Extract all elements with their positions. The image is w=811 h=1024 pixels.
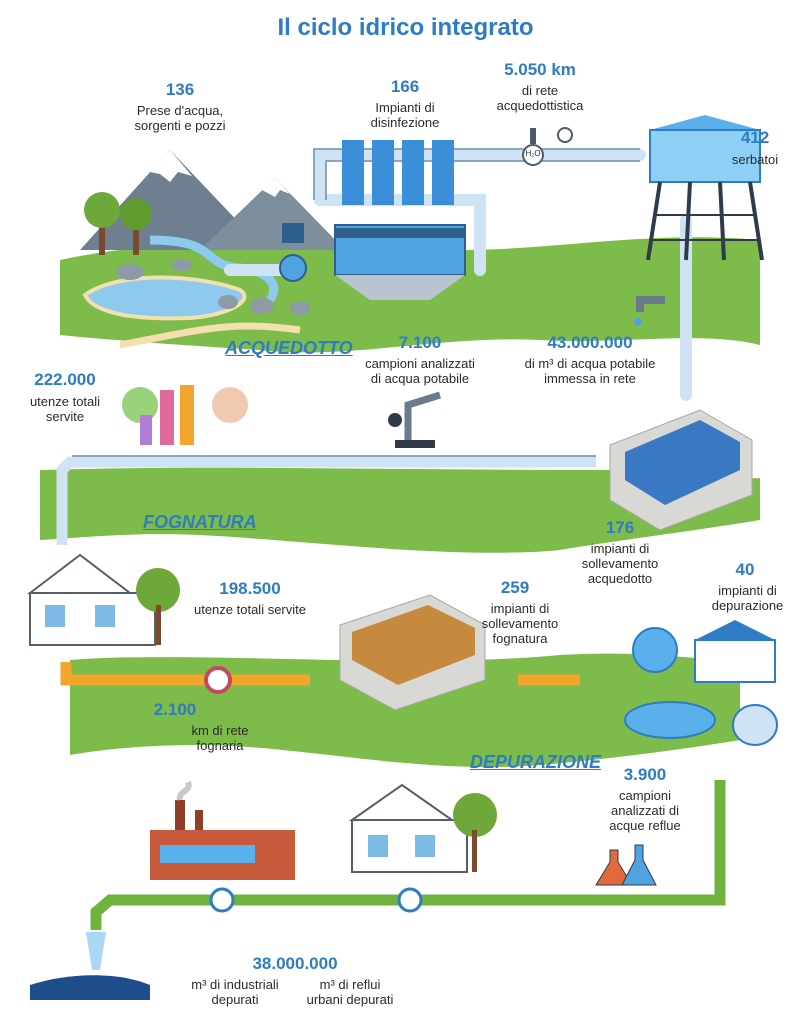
stat-prese-value: 136	[165, 80, 195, 99]
rocks	[116, 259, 310, 315]
treatment-tank	[334, 224, 466, 300]
stat-rete-acq-label: di rete acquedottistica	[496, 83, 584, 113]
stat-rete-fogn-value: 2.100	[153, 700, 197, 719]
stat-soll-fogn-value: 259	[500, 578, 530, 597]
stat-campioni-pot-value: 7.100	[398, 333, 442, 352]
microscope-icon	[388, 391, 442, 448]
stat-campioni-reflue-label: campioni analizzati di acque reflue	[609, 788, 681, 833]
valve-label: H₂O	[525, 149, 541, 158]
stat-depurati-value: 38.000.000	[252, 954, 338, 973]
stat-rete-acq-value: 5.050 km	[504, 60, 576, 79]
stat-utenze-acq-label: utenze totali servite	[29, 394, 101, 424]
house-bottom-icon	[348, 783, 497, 873]
lake	[82, 275, 247, 321]
disinfection-panels	[342, 140, 454, 205]
valve-icon	[522, 127, 573, 166]
mountain-right-snow	[262, 178, 290, 197]
stat-disinfezione-label: Impianti di disinfezione	[370, 100, 440, 130]
mountain-left-snow	[150, 150, 192, 182]
stat-disinfezione-value: 166	[390, 77, 420, 96]
stat-rete-fogn-label: km di rete fognaria	[191, 723, 249, 753]
family-icon	[122, 385, 248, 445]
stat-depuratori-label: impianti di depurazione	[711, 583, 784, 613]
page-title: Il ciclo idrico integrato	[277, 14, 534, 41]
stat-soll-acq-value: 176	[605, 518, 635, 537]
depuration-plant-icon	[624, 620, 778, 746]
stat-utenze-acq-value: 222.000	[34, 370, 96, 389]
stat-campioni-pot-label: campioni analizzati di acqua potabile	[365, 356, 475, 386]
stat-acqua-immessa-label: di m³ di acqua potabile immessa in rete	[524, 356, 656, 386]
grass-band-2	[40, 467, 760, 553]
orange-pipe	[60, 662, 580, 686]
green-pipe	[90, 780, 726, 930]
mountain-right	[200, 178, 345, 250]
water-tower-icon	[646, 115, 764, 261]
stat-depurati-urb-label: m³ di reflui urbani depurati	[306, 977, 394, 1007]
orange-valve-icon	[204, 666, 232, 694]
tree-left-icon	[84, 192, 152, 255]
stat-prese-label: Prese d'acqua, sorgenti e pozzi	[134, 103, 226, 133]
stat-soll-fogn-label: impianti di sollevamento fognatura	[481, 601, 559, 646]
stat-utenze-fogn-label: utenze totali servite	[193, 602, 306, 617]
stat-serbatoi-value: 412	[740, 128, 770, 147]
stat-acqua-immessa-value: 43.000.000	[547, 333, 633, 352]
fognatura-pipe	[56, 456, 596, 545]
tap-icon	[634, 296, 665, 326]
stat-depurati-ind-label: m³ di industriali depurati	[191, 977, 279, 1007]
stat-campioni-reflue-value: 3.900	[623, 765, 667, 784]
stat-soll-acq-label: impianti di sollevamento acquedotto	[581, 541, 659, 586]
meter-icon	[209, 887, 423, 913]
stat-utenze-fogn-value: 198.500	[219, 579, 281, 598]
factory-icon	[150, 780, 295, 880]
house-top-icon	[27, 553, 180, 646]
flasks-icon	[595, 844, 657, 886]
pumping-station-fogn-icon	[339, 594, 486, 711]
path	[119, 322, 301, 349]
pumping-station-acq-icon	[609, 409, 753, 531]
section-depurazione: DEPURAZIONE	[470, 752, 602, 772]
pump-icon	[279, 223, 307, 282]
stat-depuratori-value: 40	[735, 560, 755, 579]
water-outlet-icon	[30, 932, 150, 1000]
section-acquedotto: ACQUEDOTTO	[225, 338, 353, 358]
stat-serbatoi-label: serbatoi	[731, 152, 779, 167]
section-fognatura: FOGNATURA	[143, 512, 257, 532]
